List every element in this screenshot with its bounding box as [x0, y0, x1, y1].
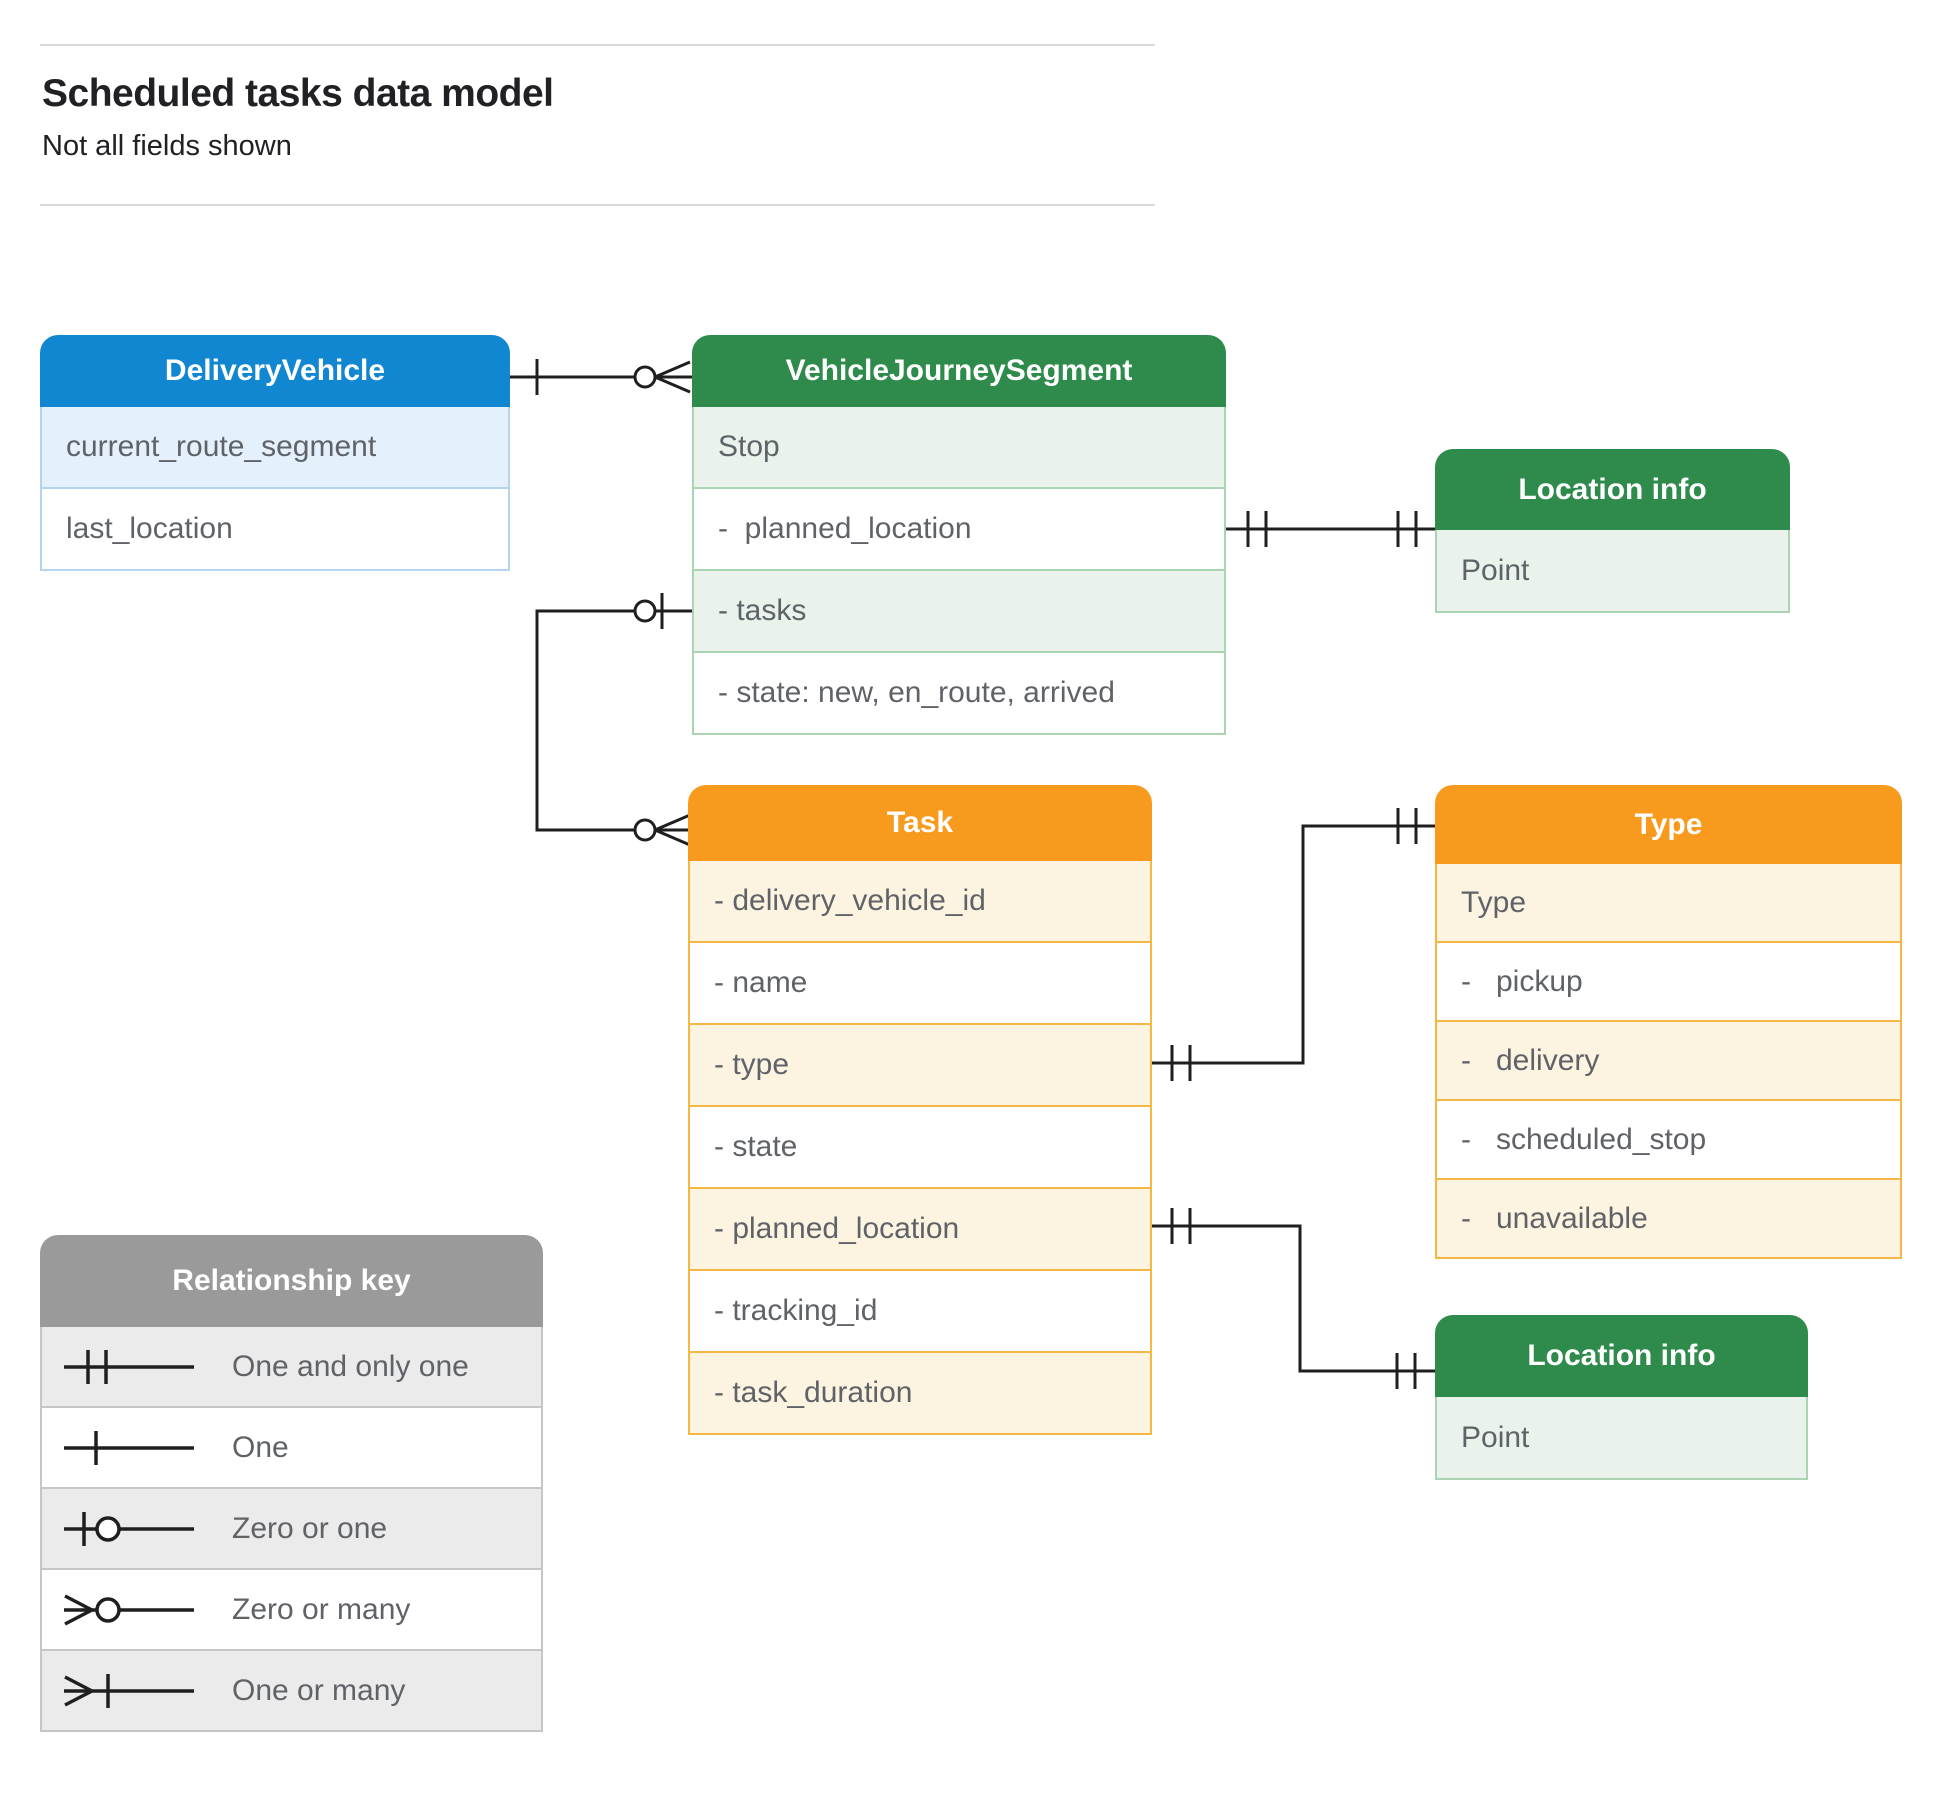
field-task-planned-location: - planned_location	[690, 1187, 1150, 1269]
legend-item-one: One	[42, 1406, 541, 1487]
legend-item-zero-or-many: Zero or many	[42, 1568, 541, 1649]
field-task-duration: - task_duration	[690, 1351, 1150, 1433]
entity-type-title: Type	[1435, 785, 1902, 864]
entity-vehicle-journey-segment: VehicleJourneySegment Stop - planned_loc…	[692, 335, 1226, 735]
field-current-route-segment: current_route_segment	[42, 407, 508, 487]
entity-location-info-bottom: Location info Point	[1435, 1315, 1808, 1480]
field-pickup: - pickup	[1437, 941, 1900, 1020]
connector-vehiclejourneysegment-locationinfo	[1226, 511, 1435, 547]
entity-task-title: Task	[688, 785, 1152, 861]
field-point-top: Point	[1437, 530, 1788, 611]
field-planned-location: - planned_location	[694, 487, 1224, 569]
legend-label: Zero or one	[232, 1511, 388, 1545]
legend-label: One and only one	[232, 1349, 469, 1383]
relationship-key-title: Relationship key	[40, 1235, 543, 1327]
legend-item-one-or-many: One or many	[42, 1649, 541, 1730]
connector-deliveryvehicle-vehiclejourneysegment	[510, 359, 692, 395]
legend-label: One	[232, 1430, 289, 1464]
field-name: - name	[690, 941, 1150, 1023]
legend-label: Zero or many	[232, 1592, 411, 1626]
field-type-name: Type	[1437, 864, 1900, 941]
page-subtitle: Not all fields shown	[42, 130, 292, 162]
field-task-state: - state	[690, 1105, 1150, 1187]
entity-delivery-vehicle: DeliveryVehicle current_route_segment la…	[40, 335, 510, 571]
top-divider	[40, 44, 1155, 46]
zero-or-many-icon	[64, 1593, 194, 1626]
field-delivery-vehicle-id: - delivery_vehicle_id	[690, 861, 1150, 941]
field-point-bottom: Point	[1437, 1397, 1806, 1478]
entity-vehicle-journey-segment-title: VehicleJourneySegment	[692, 335, 1226, 407]
page-title: Scheduled tasks data model	[42, 72, 554, 115]
field-delivery: - delivery	[1437, 1020, 1900, 1099]
field-state: - state: new, en_route, arrived	[694, 651, 1224, 733]
field-stop: Stop	[694, 407, 1224, 487]
entity-task: Task - delivery_vehicle_id - name - type…	[688, 785, 1152, 1435]
field-scheduled-stop: - scheduled_stop	[1437, 1099, 1900, 1178]
field-unavailable: - unavailable	[1437, 1178, 1900, 1257]
field-tracking-id: - tracking_id	[690, 1269, 1150, 1351]
entity-location-info-bottom-title: Location info	[1435, 1315, 1808, 1397]
entity-delivery-vehicle-title: DeliveryVehicle	[40, 335, 510, 407]
entity-location-info-top: Location info Point	[1435, 449, 1790, 613]
connector-task-locationinfo	[1152, 1208, 1435, 1389]
one-icon	[64, 1430, 194, 1465]
legend-item-one-and-only-one: One and only one	[42, 1327, 541, 1406]
zero-or-one-icon	[64, 1511, 194, 1546]
one-or-many-icon	[64, 1673, 194, 1708]
field-last-location: last_location	[42, 487, 508, 569]
field-type: - type	[690, 1023, 1150, 1105]
connector-vehiclejourneysegment-task	[535, 593, 692, 847]
entity-type: Type Type - pickup - delivery - schedule…	[1435, 785, 1902, 1259]
field-tasks: - tasks	[694, 569, 1224, 651]
relationship-key: Relationship key One and only one One Ze	[40, 1235, 543, 1732]
one-and-only-one-icon	[64, 1349, 194, 1384]
connector-task-type	[1152, 808, 1435, 1081]
legend-label: One or many	[232, 1673, 406, 1707]
title-bottom-divider	[40, 204, 1155, 206]
legend-item-zero-or-one: Zero or one	[42, 1487, 541, 1568]
entity-location-info-top-title: Location info	[1435, 449, 1790, 530]
